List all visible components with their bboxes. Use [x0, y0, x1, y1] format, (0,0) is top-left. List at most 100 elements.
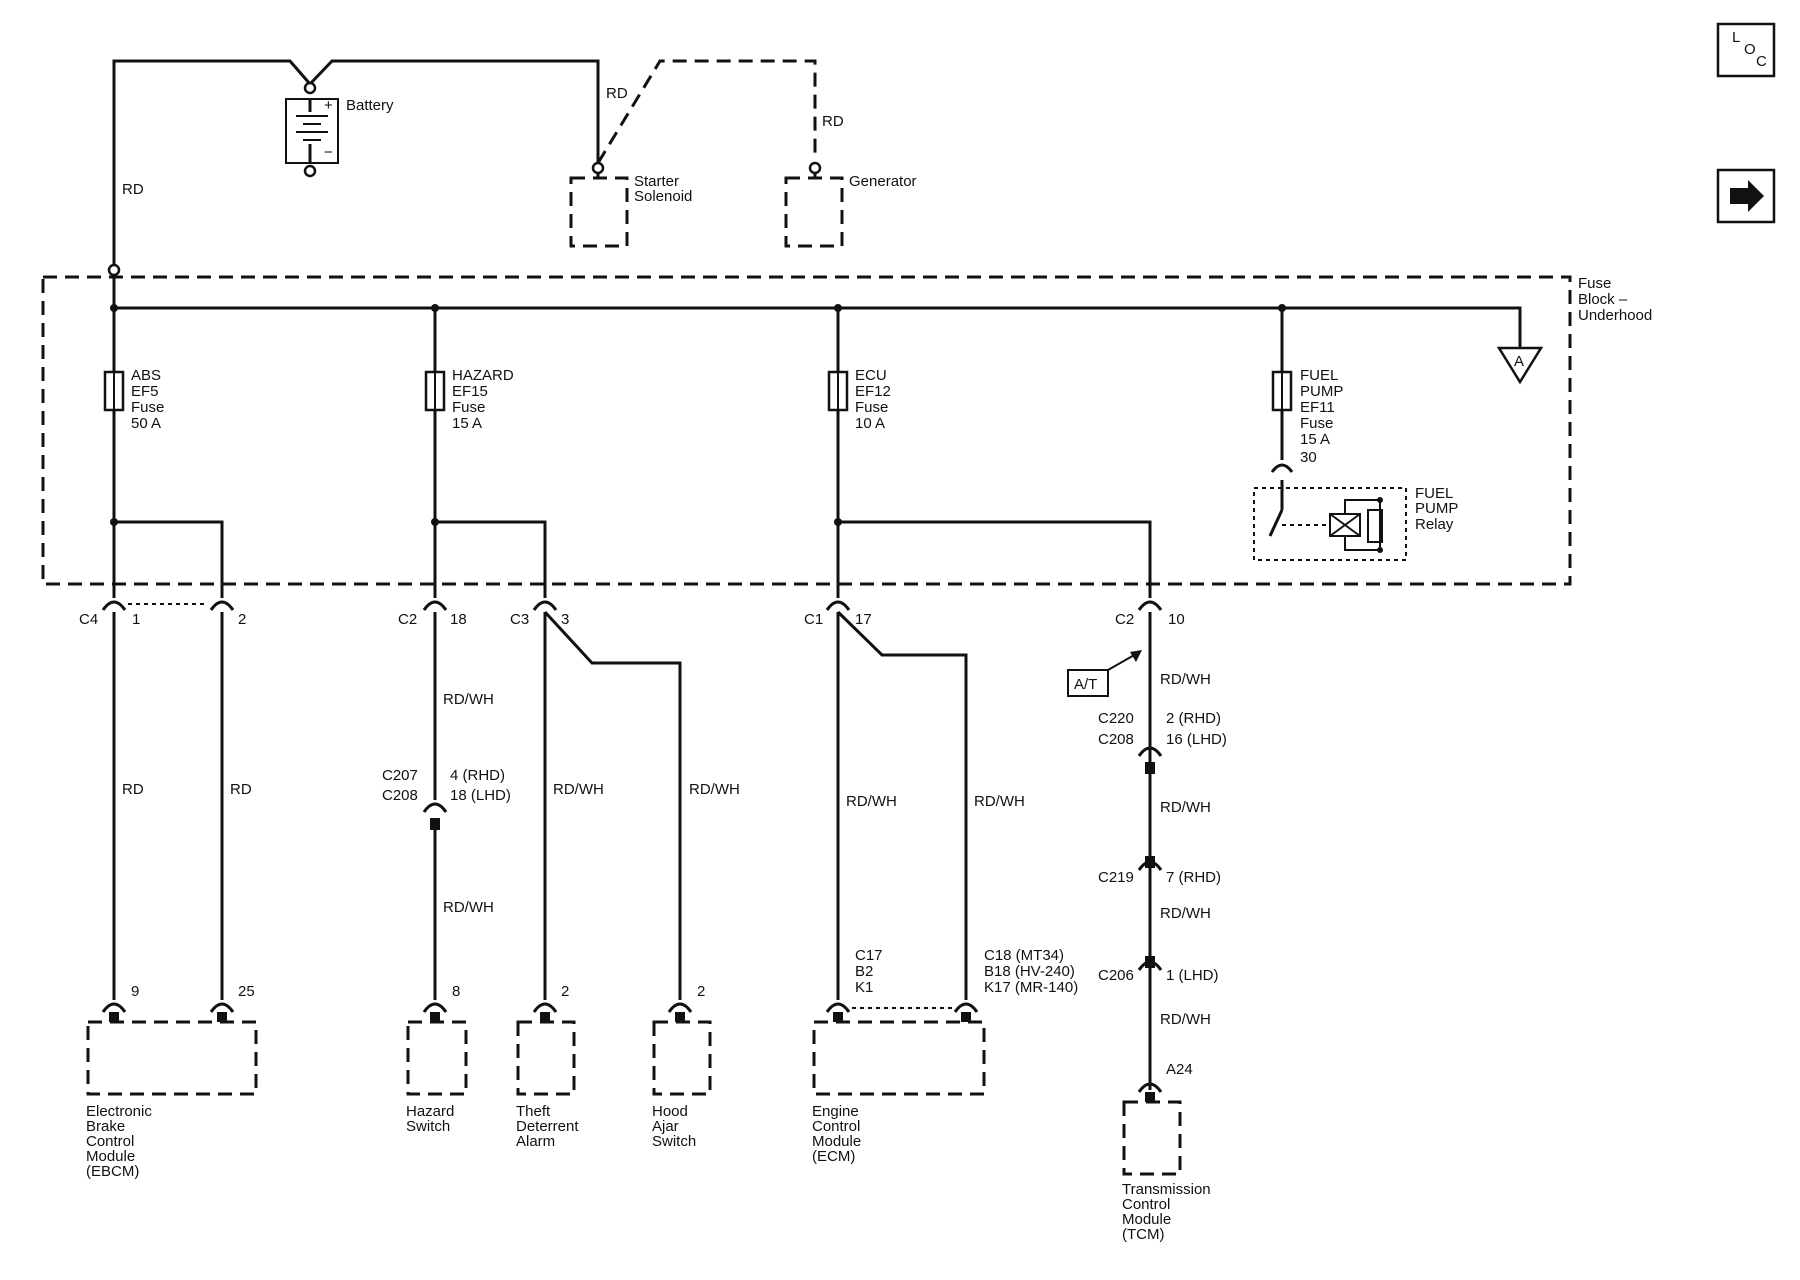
ecu-fuse-l3: Fuse	[855, 399, 888, 416]
hazard-switch-module: 8 Hazard Switch	[406, 983, 468, 1135]
fuel-fuse-l5: 15 A	[1300, 431, 1330, 448]
abs-fuse-l1: ABS	[131, 367, 161, 384]
conn-c2b: C2	[1115, 611, 1134, 628]
tcm-module: A24 Transmission Control Module (TCM)	[1122, 1061, 1211, 1243]
tcm-l4: (TCM)	[1122, 1226, 1164, 1243]
fuel-fuse-l1: FUEL	[1300, 367, 1338, 384]
conn-c4: C4	[79, 611, 98, 628]
relay-l2: PUMP	[1415, 500, 1458, 517]
wire-tcm-3: RD/WH	[1160, 905, 1211, 922]
generator-label: Generator	[849, 173, 917, 190]
conn-c206-pin: 1 (LHD)	[1166, 967, 1219, 984]
component-locator-button[interactable]: L O C	[1716, 22, 1776, 78]
conn-c1: C1	[804, 611, 823, 628]
ebcm-l4: Module	[86, 1148, 135, 1165]
ebcm-module: 9 25 Electronic Brake Control Module (EB…	[86, 983, 258, 1180]
tcm-l2: Control	[1122, 1196, 1170, 1213]
generator: RD Generator	[784, 113, 917, 248]
conn-c208b-pin: 16 (LHD)	[1166, 731, 1227, 748]
next-page-button[interactable]	[1716, 168, 1776, 224]
theft-alarm-l3: Alarm	[516, 1133, 555, 1150]
conn-c220-pin: 2 (RHD)	[1166, 710, 1221, 727]
conn-c1-pin: 17	[855, 611, 872, 628]
tcm-l3: Module	[1122, 1211, 1171, 1228]
hazard-fuse-l4: 15 A	[452, 415, 482, 432]
wire-tcm-4: RD/WH	[1160, 1011, 1211, 1028]
wire-ebcm-2: RD	[230, 781, 252, 798]
ecm-module: Engine Control Module (ECM)	[812, 1002, 986, 1165]
ecu-fuse-l2: EF12	[855, 383, 891, 400]
fuse-block-label-2: Block –	[1578, 291, 1628, 308]
ecm-left-2: B2	[855, 963, 873, 980]
starter-label-1: Starter	[634, 173, 679, 190]
ecm-left-3: K1	[855, 979, 873, 996]
fuse-block-connectors: C4 1 2 C2 18 C3 3 C1 17 C2 10	[79, 600, 1185, 628]
conn-c3-pin: 3	[561, 611, 569, 628]
theft-alarm-l1: Theft	[516, 1103, 551, 1120]
hazard-fuse-l2: EF15	[452, 383, 488, 400]
ecm-left-1: C17	[855, 947, 883, 964]
conn-c220: C220	[1098, 710, 1134, 727]
wire-tcm-1: RD/WH	[1160, 671, 1211, 688]
lower-wiring: RD RD RD/WH RD/WH C207 C208 4 (RHD) 18 (…	[112, 610, 1227, 1090]
conn-c4-pin1: 1	[132, 611, 140, 628]
arrow-right-icon	[1730, 180, 1764, 212]
wire-tcm-2: RD/WH	[1160, 799, 1211, 816]
ecm-l3: Module	[812, 1133, 861, 1150]
locator-letter-l: L	[1732, 29, 1740, 46]
wire-ecm-1: RD/WH	[846, 793, 897, 810]
conn-c219-pin: 7 (RHD)	[1166, 869, 1221, 886]
wire-ebcm-1: RD	[122, 781, 144, 798]
battery-minus: −	[324, 144, 333, 161]
fuel-fuse-l2: PUMP	[1300, 383, 1343, 400]
hood-ajar-l2: Ajar	[652, 1118, 679, 1135]
ebcm-l5: (EBCM)	[86, 1163, 139, 1180]
conn-c208a: C208	[382, 787, 418, 804]
relay-l1: FUEL	[1415, 485, 1453, 502]
wire-hood: RD/WH	[689, 781, 740, 798]
theft-alarm-module: 2 Theft Deterrent Alarm	[516, 983, 579, 1150]
battery-label: Battery	[346, 97, 394, 114]
at-option-tag: A/T	[1067, 650, 1142, 697]
fuse-block-label-3: Underhood	[1578, 307, 1652, 324]
tcm-l1: Transmission	[1122, 1181, 1211, 1198]
conn-c3: C3	[510, 611, 529, 628]
ebcm-pin-1: 9	[131, 983, 139, 1000]
relay-l3: Relay	[1415, 516, 1454, 533]
conn-c207-pin: 4 (RHD)	[450, 767, 505, 784]
wire-hazard-bottom: RD/WH	[443, 899, 494, 916]
ecm-right-3: K17 (MR-140)	[984, 979, 1078, 996]
starter-wire-label: RD	[606, 85, 628, 102]
hazard-switch-pin: 8	[452, 983, 460, 1000]
conn-c208b: C208	[1098, 731, 1134, 748]
ground-ref-a: A	[1496, 346, 1544, 385]
conn-c206: C206	[1098, 967, 1134, 984]
tcm-pin: A24	[1166, 1061, 1193, 1078]
conn-c4-pin2: 2	[238, 611, 246, 628]
modules: 9 25 Electronic Brake Control Module (EB…	[86, 983, 1211, 1243]
wire-hazard-top: RD/WH	[443, 691, 494, 708]
hazard-switch-l1: Hazard	[406, 1103, 454, 1120]
wire-ecm-2: RD/WH	[974, 793, 1025, 810]
locator-letter-o: O	[1744, 41, 1756, 58]
ecu-fuse-l1: ECU	[855, 367, 887, 384]
ebcm-pin-2: 25	[238, 983, 255, 1000]
hazard-fuse-l1: HAZARD	[452, 367, 514, 384]
ecm-right-1: C18 (MT34)	[984, 947, 1064, 964]
abs-fuse-l3: Fuse	[131, 399, 164, 416]
locator-letter-c: C	[1756, 53, 1767, 70]
ecm-l1: Engine	[812, 1103, 859, 1120]
starter-label-2: Solenoid	[634, 188, 692, 205]
svg-text:A: A	[1514, 353, 1524, 370]
battery-feed: + − Battery RD	[107, 59, 600, 277]
hazard-fuse-l3: Fuse	[452, 399, 485, 416]
conn-c219: C219	[1098, 869, 1134, 886]
wire-theft: RD/WH	[553, 781, 604, 798]
theft-alarm-pin: 2	[561, 983, 569, 1000]
conn-c2b-pin: 10	[1168, 611, 1185, 628]
svg-text:A/T: A/T	[1074, 676, 1097, 693]
ecm-l2: Control	[812, 1118, 860, 1135]
ecm-l4: (ECM)	[812, 1148, 855, 1165]
ecm-right-2: B18 (HV-240)	[984, 963, 1075, 980]
